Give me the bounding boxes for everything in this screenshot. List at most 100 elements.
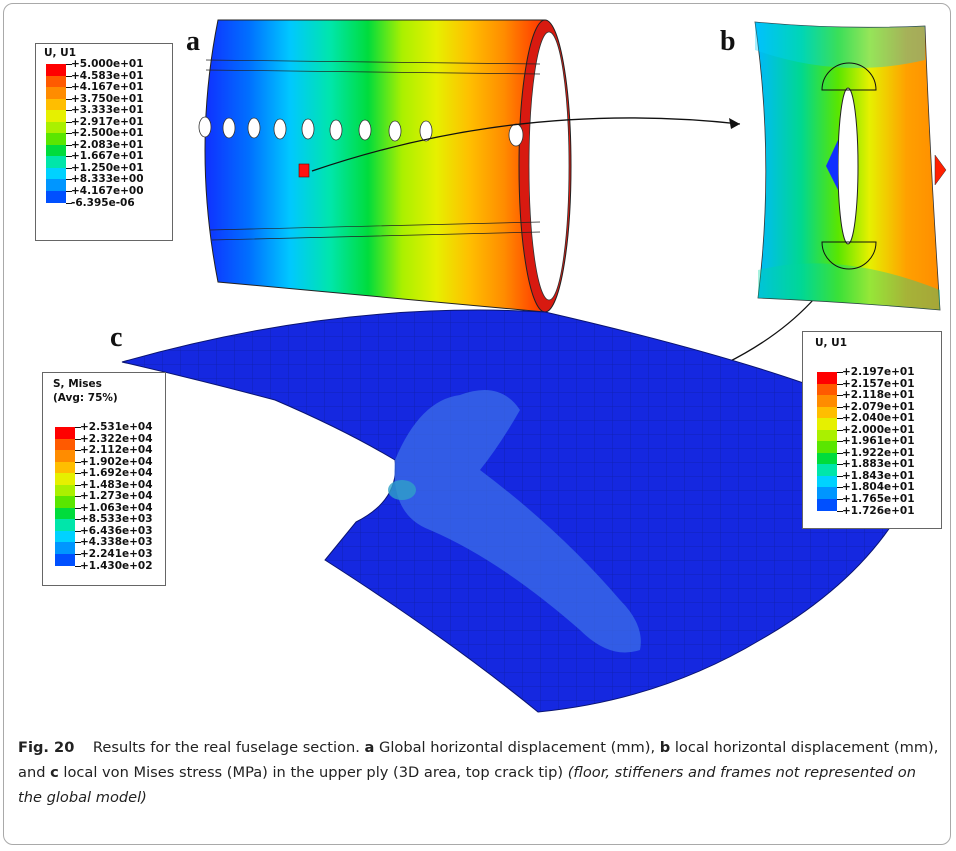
legend-b-value: +1.843e+01	[842, 469, 915, 482]
legend-b-swatch	[817, 464, 837, 476]
legend-c-swatch	[55, 554, 75, 566]
legend-b-swatch	[817, 429, 837, 442]
legend-c-swatch	[55, 530, 75, 543]
legend-b-swatch	[817, 499, 837, 511]
legend-a-swatch	[46, 191, 66, 203]
legend-c-value: +1.902e+04	[80, 455, 153, 468]
legend-b-swatch	[817, 383, 837, 396]
legend-b-swatch	[817, 452, 837, 465]
legend-c-subtitle: (Avg: 75%)	[53, 392, 118, 404]
legend-c: S, Mises (Avg: 75%) +2.531e+04 +2.322e+0…	[42, 372, 166, 586]
legend-a-value: +3.333e+01	[71, 104, 144, 117]
figure-number: Fig. 20	[18, 739, 75, 756]
legend-b-swatch	[817, 475, 837, 488]
legend-a-swatch	[46, 121, 66, 134]
legend-a-value: -6.395e-06	[71, 196, 135, 209]
legend-a-swatch	[46, 167, 66, 180]
legend-b-value: +1.804e+01	[842, 481, 915, 494]
legend-c-value: +2.531e+04	[80, 421, 153, 433]
panel-label-a: a	[186, 26, 200, 57]
legend-b-swatch	[817, 372, 837, 384]
legend-b-value: +2.079e+01	[842, 400, 915, 413]
local-model-b	[754, 21, 947, 311]
legend-c-value: +2.112e+04	[80, 444, 153, 457]
legend-c-swatch	[55, 507, 75, 520]
legend-b-swatch	[817, 406, 837, 419]
legend-c-value: +1.273e+04	[80, 490, 153, 503]
figure-caption: Fig. 20 Results for the real fuselage se…	[18, 735, 943, 810]
legend-a-swatch	[46, 75, 66, 88]
legend-b-value: +1.765e+01	[842, 493, 915, 506]
legend-b-value: +2.000e+01	[842, 423, 915, 436]
legend-c-value: +2.322e+04	[80, 432, 153, 445]
legend-a-value: +4.167e+01	[71, 81, 144, 94]
legend-b-value: +2.157e+01	[842, 377, 915, 390]
legend-a-swatch	[46, 179, 66, 192]
figure-graphics	[121, 19, 947, 713]
legend-b-value: +1.961e+01	[842, 435, 915, 448]
legend-b-value: +2.040e+01	[842, 412, 915, 425]
legend-a-swatch	[46, 87, 66, 99]
legend-c-swatch	[55, 438, 75, 451]
legend-b-value: +2.197e+01	[842, 366, 915, 378]
legend-a-swatch	[46, 144, 66, 157]
caption-text-3: local horizontal displacement (mm), and	[18, 739, 939, 781]
legend-a-swatch	[46, 64, 66, 76]
figure-frame	[3, 3, 951, 845]
caption-note: (floor, stiffeners and frames not repres…	[18, 764, 916, 806]
legend-a-swatch	[46, 110, 66, 122]
legend-c-value: +2.241e+03	[80, 548, 153, 561]
legend-c-value: +1.483e+04	[80, 478, 153, 491]
meshed-shell-c	[121, 309, 931, 713]
legend-b-value: +2.118e+01	[842, 389, 915, 402]
legend-a-value: +5.000e+01	[71, 58, 144, 70]
legend-c-value: +8.533e+03	[80, 513, 153, 526]
legend-c-value: +1.692e+04	[80, 467, 153, 480]
legend-c-swatch	[55, 484, 75, 497]
legend-c-title: S, Mises	[53, 378, 102, 390]
legend-c-value: +6.436e+03	[80, 524, 153, 537]
legend-a-swatch	[46, 156, 66, 168]
legend-c-swatch	[55, 450, 75, 462]
legend-b-value: +1.922e+01	[842, 446, 915, 459]
legend-a-value: +4.583e+01	[71, 69, 144, 82]
legend-c-swatch	[55, 542, 75, 555]
legend-a-swatch	[46, 133, 66, 145]
legend-c-swatch	[55, 496, 75, 508]
legend-a: U, U1 +5.000e+01 +4.583e+01 +4.167e+01 +…	[35, 43, 173, 241]
legend-b: U, U1 +2.197e+01 +2.157e+01 +2.118e+01 +…	[802, 331, 942, 529]
legend-c-value: +4.338e+03	[80, 536, 153, 549]
legend-b-swatch	[817, 418, 837, 430]
legend-b-value: +1.726e+01	[842, 504, 915, 517]
legend-a-value: +2.917e+01	[71, 115, 144, 128]
legend-c-value: +1.063e+04	[80, 501, 153, 514]
legend-a-value: +1.667e+01	[71, 150, 144, 163]
legend-b-title: U, U1	[815, 337, 848, 349]
legend-c-swatch	[55, 427, 75, 439]
caption-text-4: local von Mises stress (MPa) in the uppe…	[58, 764, 568, 781]
panel-label-b: b	[720, 26, 736, 57]
caption-label-b: b	[659, 739, 671, 756]
legend-c-value: +1.430e+02	[80, 559, 153, 572]
caption-text-2: Global horizontal displacement (mm),	[374, 739, 660, 756]
panel-label-c: c	[110, 322, 123, 353]
legend-a-value: +2.500e+01	[71, 127, 144, 140]
legend-b-swatch	[817, 441, 837, 453]
cylinder-model	[198, 19, 572, 313]
legend-a-value: +3.750e+01	[71, 92, 144, 105]
legend-c-swatch	[55, 461, 75, 474]
legend-a-swatch	[46, 98, 66, 111]
legend-c-swatch	[55, 473, 75, 485]
legend-b-swatch	[817, 487, 837, 500]
legend-c-swatch	[55, 519, 75, 531]
legend-a-value: +2.083e+01	[71, 138, 144, 151]
legend-a-value: +4.167e+00	[71, 185, 144, 198]
caption-label-a: a	[364, 739, 375, 756]
legend-a-value: +1.250e+01	[71, 161, 144, 174]
legend-b-swatch	[817, 395, 837, 407]
legend-b-value: +1.883e+01	[842, 458, 915, 471]
legend-a-value: +8.333e+00	[71, 173, 144, 186]
caption-text-1: Results for the real fuselage section.	[92, 739, 365, 756]
caption-label-c: c	[50, 764, 59, 781]
legend-a-title: U, U1	[44, 47, 77, 59]
